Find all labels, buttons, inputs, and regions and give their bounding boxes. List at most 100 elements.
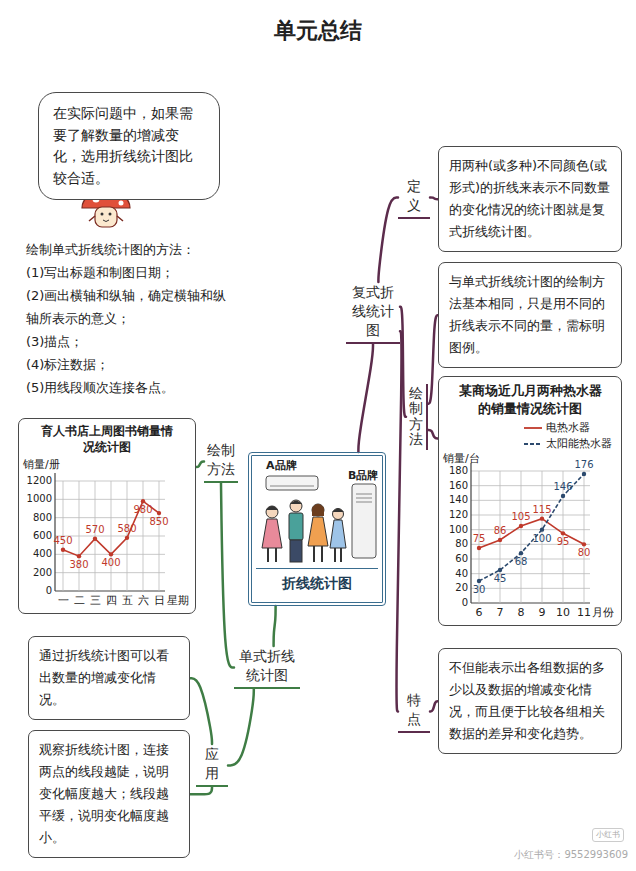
data-value: 95 — [551, 537, 575, 547]
branch-connector — [397, 331, 402, 711]
method-step: (1)写出标题和制图日期； — [26, 261, 234, 284]
branch-topic: 特点 — [398, 690, 430, 733]
method-step: (3)描点； — [26, 330, 234, 353]
axis-tick: 10 — [553, 607, 573, 618]
node-text: 特点 — [401, 691, 427, 729]
branch-connector — [378, 197, 398, 282]
node-text: 定义 — [401, 177, 427, 215]
axis-tick: 80 — [439, 539, 468, 549]
data-value: 86 — [488, 526, 512, 536]
data-value: 580 — [115, 524, 139, 534]
node-text: 绘制方法 — [409, 386, 423, 448]
data-value: 380 — [67, 560, 91, 570]
axis-tick: 600 — [19, 531, 52, 541]
axis-tick: 11 — [574, 607, 594, 618]
chart-box: 某商场近几月两种热水器的销量情况统计图 180 160 140 120 100 80 60 40… — [438, 376, 622, 626]
watermark: 小红书号：9552993609 — [470, 850, 628, 860]
axis-tick: 1000 — [19, 494, 52, 504]
axis-tick: 400 — [19, 549, 52, 559]
branch-topic: 应用 — [196, 744, 228, 787]
method-list: 绘制单式折线统计图的方法：(1)写出标题和制图日期；(2)画出横轴和纵轴，确定横… — [26, 238, 234, 399]
axis-tick: 五 — [117, 595, 137, 606]
axis-title: 销量/册 — [23, 459, 60, 470]
axis-tick: 200 — [19, 568, 52, 578]
axis-tick: 120 — [439, 510, 468, 520]
data-value: 980 — [131, 505, 155, 515]
axis-unit: 月份 — [592, 607, 614, 618]
node-text: 单式折线统计图 — [237, 647, 297, 685]
axis-tick: 三 — [85, 595, 105, 606]
axis-tick: 7 — [490, 607, 510, 618]
axis-tick: 9 — [532, 607, 552, 618]
brand-label: B品牌 — [348, 470, 378, 481]
axis-tick: 6 — [469, 607, 489, 618]
method-step: (4)标注数据； — [26, 353, 234, 376]
central-topic: 折线统计图 A品牌 B品牌 — [248, 452, 386, 606]
watermark-logo: 小红书 — [592, 828, 624, 842]
axis-tick: 1200 — [19, 476, 52, 486]
branch-connector — [228, 689, 254, 766]
node-text: 通过折线统计图可以看出数量的增减变化情况。 — [39, 645, 179, 711]
note-box: 观察折线统计图，连接两点的线段越陡，说明变化幅度越大；线段越平缓，说明变化幅度越… — [28, 730, 190, 858]
legend-text: 太阳能热水器 — [546, 437, 612, 450]
axis-tick: 160 — [439, 481, 468, 491]
axis-tick: 0 — [19, 586, 52, 596]
data-value: 80 — [572, 548, 596, 558]
chart-box: 育人书店上周图书销量情况统计图120010008006004002000一二三四… — [18, 418, 196, 614]
legend-sample — [523, 423, 543, 433]
axis-tick: 180 — [439, 466, 468, 476]
node-text: 折线统计图 — [256, 568, 378, 593]
branch-connector — [430, 197, 438, 199]
legend-text: 电热水器 — [546, 421, 590, 434]
air-conditioner-scene — [262, 476, 376, 562]
axis-unit: 星期 — [167, 595, 189, 606]
node-text: 育人书店上周图书销量情况统计图 — [19, 419, 195, 455]
axis-tick: 一 — [53, 595, 73, 606]
axis-tick: 20 — [439, 583, 468, 593]
node-text: 复式折线统计图 — [349, 283, 397, 340]
legend-row: 太阳能热水器 — [523, 437, 612, 451]
data-value: 400 — [99, 558, 123, 568]
branch-topic: 绘制方法 — [204, 440, 238, 483]
node-text: 在实际问题中，如果需要了解数量的增减变化，选用折线统计图比较合适。 — [53, 103, 205, 189]
data-value: 146 — [551, 482, 575, 492]
note-box: 通过折线统计图可以看出数量的增减变化情况。 — [28, 636, 190, 720]
axis-tick: 六 — [133, 595, 153, 606]
node-text: 不但能表示出各组数据的多少以及数据的增减变化情况，而且便于比较各组相关数据的差异… — [449, 657, 611, 745]
branch-topic: 单式折线统计图 — [234, 646, 300, 689]
data-value: 176 — [572, 460, 596, 470]
axis-tick: 800 — [19, 513, 52, 523]
note-box: 用两种(或多种)不同颜色(或形式)的折线来表示不同数量的变化情况的统计图就是复式… — [438, 146, 622, 252]
node-text: 观察折线统计图，连接两点的线段越陡，说明变化幅度越大；线段越平缓，说明变化幅度越… — [39, 739, 179, 849]
axis-title: 销量/台 — [443, 453, 480, 464]
branch-connector — [358, 344, 373, 452]
axis-tick: 100 — [439, 525, 468, 535]
data-value: 30 — [467, 585, 491, 595]
axis-tick: 140 — [439, 495, 468, 505]
axis-tick: 0 — [439, 598, 468, 608]
branch-connector — [221, 483, 234, 668]
method-step: 绘制单式折线统计图的方法： — [26, 238, 234, 261]
branch-topic: 定义 — [398, 176, 430, 219]
vertical-topic: 绘制方法 — [406, 384, 428, 450]
axis-tick: 40 — [439, 569, 468, 579]
method-step: (5)用线段顺次连接各点。 — [26, 376, 234, 399]
brand-label: A品牌 — [266, 460, 297, 471]
note-box: 不但能表示出各组数据的多少以及数据的增减变化情况，而且便于比较各组相关数据的差异… — [438, 648, 622, 754]
branch-connector — [428, 315, 438, 403]
page-title: 单元总结 — [0, 16, 636, 46]
node-text: 绘制方法 — [207, 441, 235, 479]
data-value: 68 — [509, 557, 533, 567]
node-text: 用两种(或多种)不同颜色(或形式)的折线来表示不同数量的变化情况的统计图就是复式… — [449, 155, 611, 243]
axis-tick: 二 — [69, 595, 89, 606]
data-value: 105 — [509, 512, 533, 522]
axis-tick: 日 — [149, 595, 169, 606]
data-value: 450 — [51, 536, 75, 546]
node-text: 某商场近几月两种热水器的销量情况统计图 — [439, 377, 621, 417]
node-text: 与单式折线统计图的绘制方法基本相同，只是用不同的折线表示不同的量，需标明图例。 — [449, 271, 611, 359]
data-value: 850 — [147, 517, 171, 527]
legend-sample — [523, 439, 543, 449]
branch-connector — [196, 461, 204, 467]
legend-row: 电热水器 — [523, 421, 590, 435]
branch-connector — [430, 701, 438, 711]
